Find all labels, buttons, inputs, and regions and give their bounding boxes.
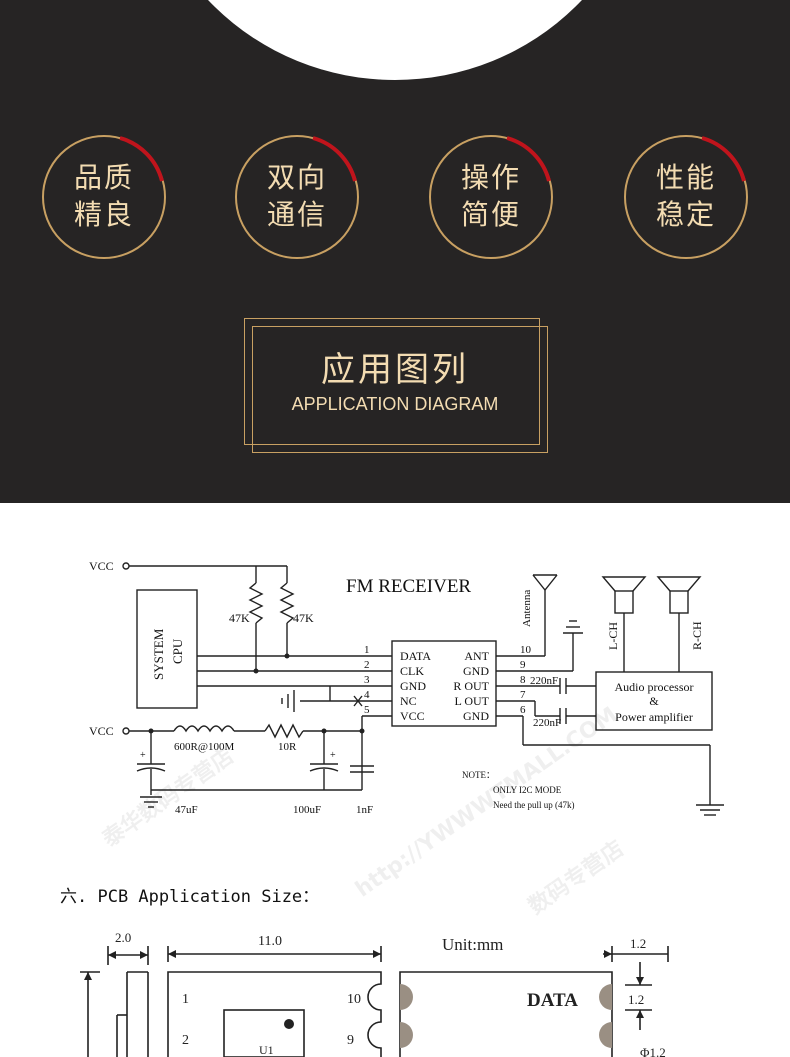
ic-pin-gnd-r: GND xyxy=(463,664,489,678)
audio-line1: Audio processor xyxy=(615,680,694,694)
cpu-label-1: SYSTEM xyxy=(151,628,166,680)
pcb-pin9: 9 xyxy=(347,1033,354,1048)
fm-receiver-schematic: VCC VCC FM RECEIVER 47K 47K SYSTEM CPU 1… xyxy=(89,559,724,816)
ic-pin-lout: L OUT xyxy=(454,694,489,708)
badge-line1: 双向 xyxy=(266,161,327,194)
badge-line2: 简便 xyxy=(460,198,521,231)
dark-banner: 品质 精良 双向 通信 操作 简便 性能 稳定 应用图列 APPLICATION xyxy=(0,0,790,503)
pin-2: 2 xyxy=(364,659,370,671)
fm-receiver-title: FM RECEIVER xyxy=(346,576,471,597)
vcc-top-label: VCC xyxy=(89,559,114,573)
title-frame-inner xyxy=(252,326,548,453)
badge-line2: 精良 xyxy=(73,198,134,231)
badge-accent-arc xyxy=(701,136,746,182)
note-line2: Need the pull up (47k) xyxy=(493,800,574,810)
lch-label: L-CH xyxy=(606,622,620,650)
note-line1: ONLY I2C MODE xyxy=(493,785,562,795)
ic-pin-clk: CLK xyxy=(400,664,424,678)
c3-label: 1nF xyxy=(356,804,373,816)
badge-easy: 操作 简便 xyxy=(429,135,553,259)
badge-accent-arc xyxy=(119,136,164,182)
r1-label: 47K xyxy=(229,611,250,625)
cap-rout-label: 220nF xyxy=(530,675,558,687)
pin-9: 9 xyxy=(520,659,526,671)
pcb-pin10: 10 xyxy=(347,992,361,1007)
pcb-pin2: 2 xyxy=(182,1033,189,1048)
unit-label: Unit:mm xyxy=(442,935,503,954)
ic-pin-ant: ANT xyxy=(464,649,489,663)
dim-right-label: 1.2 xyxy=(630,936,646,951)
pcb-section-heading: 六. PCB Application Size： xyxy=(60,887,320,907)
badge-quality: 品质 精良 xyxy=(42,135,166,259)
ic-pin-nc: NC xyxy=(400,694,417,708)
ic-pin-vcc: VCC xyxy=(400,709,425,723)
chip-label: U1 xyxy=(259,1043,274,1057)
dim-pitch-label: 1.2 xyxy=(628,992,644,1007)
section-title-cn: 应用图列 xyxy=(321,350,469,390)
badge-line2: 稳定 xyxy=(655,198,716,231)
rch-label: R-CH xyxy=(690,621,704,650)
pin-6: 6 xyxy=(520,704,526,716)
badge-line1: 操作 xyxy=(460,161,521,194)
ic-pin-gnd: GND xyxy=(400,679,426,693)
note-title: NOTE： xyxy=(462,770,495,780)
cap-lout-label: 220nF xyxy=(533,717,561,729)
r2-label: 47K xyxy=(293,611,314,625)
inductor-label: 600R@100M xyxy=(174,741,234,753)
ic-pin-data: DATA xyxy=(400,649,431,663)
badge-line1: 品质 xyxy=(73,161,134,194)
badge-accent-arc xyxy=(506,136,551,182)
antenna-label: Antenna xyxy=(521,590,533,627)
c1-label: 47uF xyxy=(175,804,198,816)
badge-line1: 性能 xyxy=(655,161,716,194)
pin-7: 7 xyxy=(520,689,526,701)
badge-line2: 通信 xyxy=(266,198,327,231)
audio-line3: Power amplifier xyxy=(615,710,693,724)
title-frame-outer xyxy=(244,318,540,445)
pin-1: 1 xyxy=(364,644,370,656)
ic-pin-rout: R OUT xyxy=(453,679,489,693)
cap2-plus: + xyxy=(330,750,336,761)
badge-two-way: 双向 通信 xyxy=(235,135,359,259)
pin-4: 4 xyxy=(364,689,370,701)
pin-3: 3 xyxy=(364,674,370,686)
dim-left-label: 2.0 xyxy=(115,930,131,945)
ic-pin-gnd-r2: GND xyxy=(463,709,489,723)
cpu-label-2: CPU xyxy=(170,638,185,664)
pcb-size-drawing: 2.0 11.0 Unit:mm 1.2 1.2 1 2 10 9 U1 DAT… xyxy=(80,930,669,1057)
vcc-bottom-label: VCC xyxy=(89,724,114,738)
audio-line2: & xyxy=(649,694,659,708)
cap1-plus: + xyxy=(140,750,146,761)
badge-accent-arc xyxy=(312,136,357,182)
section-title-en: APPLICATION DIAGRAM xyxy=(291,394,499,414)
pin-8: 8 xyxy=(520,674,526,686)
data-pad-label: DATA xyxy=(527,990,578,1011)
c2-label: 100uF xyxy=(293,804,321,816)
pin-5: 5 xyxy=(364,704,370,716)
hole-diameter-label: Φ1.2 xyxy=(640,1045,666,1057)
dim-width-label: 11.0 xyxy=(258,934,282,949)
white-half-circle xyxy=(140,0,650,80)
r10-label: 10R xyxy=(278,741,297,753)
pcb-pin1: 1 xyxy=(182,992,189,1007)
badge-stable: 性能 稳定 xyxy=(624,135,748,259)
pin-10: 10 xyxy=(520,644,532,656)
